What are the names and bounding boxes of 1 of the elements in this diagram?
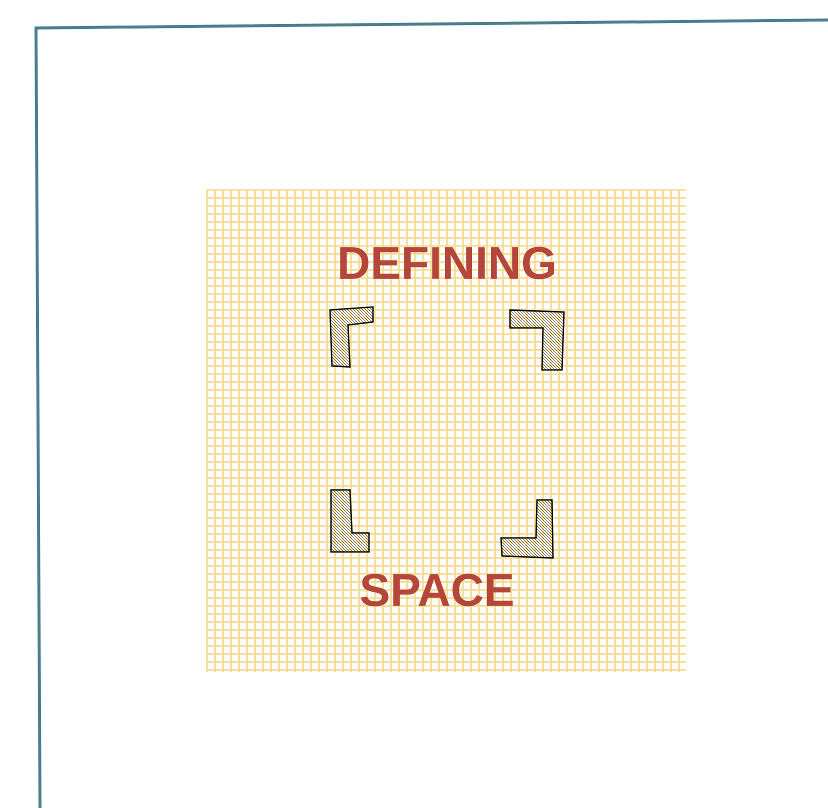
grid-square: [206, 189, 686, 672]
